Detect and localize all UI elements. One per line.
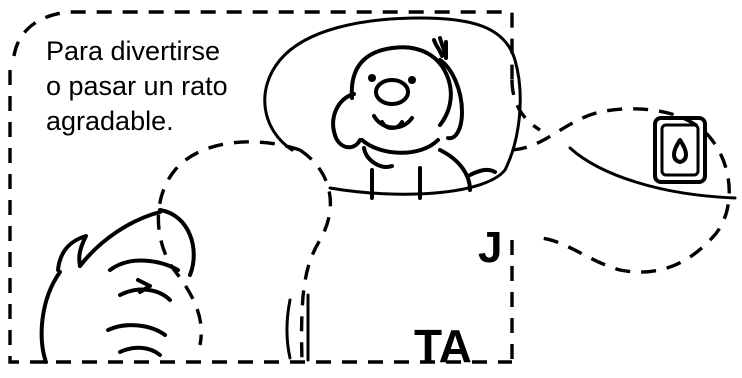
letter-j-fragment: J bbox=[478, 223, 502, 272]
caption-text: Para divertirse o pasar un rato agradabl… bbox=[46, 36, 228, 136]
puzzle-inner-cuts bbox=[156, 107, 731, 363]
dog-illustration bbox=[331, 36, 497, 200]
stroke-fragments bbox=[285, 293, 310, 362]
puzzle-border bbox=[8, 10, 541, 364]
letters-ta-fragment: TA bbox=[414, 320, 472, 372]
letter-fragments: J TA bbox=[414, 223, 502, 372]
boy-illustration bbox=[39, 208, 196, 364]
dog-frame bbox=[263, 16, 522, 196]
water-drop-card-icon bbox=[568, 116, 737, 200]
